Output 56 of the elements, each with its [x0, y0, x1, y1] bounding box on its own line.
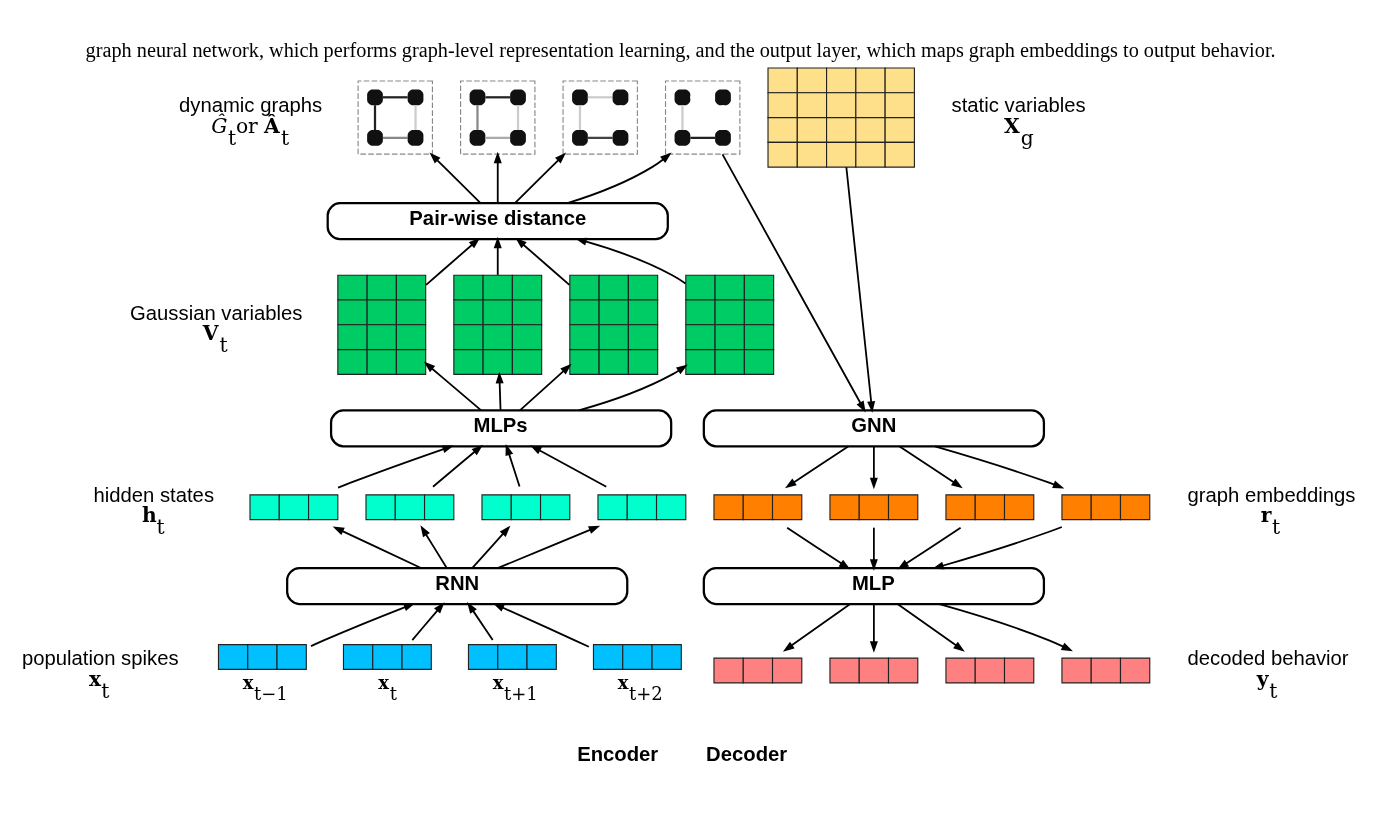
arrow: [721, 153, 866, 413]
label: graph embeddings: [1187, 484, 1356, 507]
node-box: Pair-wise distance: [326, 202, 669, 241]
arrow: [782, 603, 851, 652]
arrow: [492, 603, 590, 648]
arrow: [869, 445, 878, 490]
node-picture: [664, 80, 741, 155]
label: hidden states: [93, 484, 215, 507]
arrow: [897, 603, 965, 652]
arrow: [429, 152, 482, 204]
arrow: [332, 526, 422, 569]
label: static variables: [951, 94, 1086, 117]
arrow: [519, 363, 572, 412]
node-box: MLP: [702, 566, 1046, 606]
arrow: [471, 525, 511, 569]
label: population spikes: [21, 647, 179, 670]
label: decoded behavior: [1187, 647, 1349, 670]
arrow: [898, 445, 963, 489]
arrow: [497, 525, 601, 569]
arrow: [337, 445, 454, 489]
arrow: [432, 444, 483, 488]
arrow: [786, 526, 851, 570]
arrow: [938, 603, 1073, 652]
arrow: [425, 237, 481, 286]
arrow: [932, 526, 1063, 570]
arrow: [467, 601, 494, 641]
arrow: [411, 602, 445, 641]
arrow: [420, 525, 448, 569]
node-picture: [357, 80, 433, 155]
arrow: [869, 603, 878, 653]
arrow: [845, 166, 876, 413]
diagram-title: graph neural network, which performs graph-level representation learning, and the output layer, which maps graph embeddings to output behavior.: [85, 39, 1276, 62]
node-box: MLPs: [329, 409, 673, 448]
arrow: [529, 445, 608, 488]
node-picture: [460, 80, 536, 155]
arrow: [495, 371, 504, 412]
arrow: [514, 152, 567, 204]
arrow: [505, 443, 521, 488]
arrow: [575, 237, 687, 285]
arrow: [493, 151, 502, 204]
arrow: [784, 445, 850, 489]
arrow: [310, 603, 416, 647]
arrow: [934, 445, 1065, 489]
arrow: [897, 526, 962, 570]
arrow: [577, 364, 688, 412]
arrow: [423, 361, 483, 412]
label: Decoder: [706, 743, 788, 766]
label: Gaussian variables: [130, 301, 303, 324]
node-box: GNN: [702, 409, 1046, 448]
arrow: [869, 526, 878, 571]
arrow: [566, 152, 672, 205]
arrow: [493, 236, 502, 276]
node-box: RNN: [286, 566, 629, 606]
node-picture: [562, 80, 638, 155]
label: Encoder: [577, 743, 659, 766]
arrow: [515, 237, 571, 286]
